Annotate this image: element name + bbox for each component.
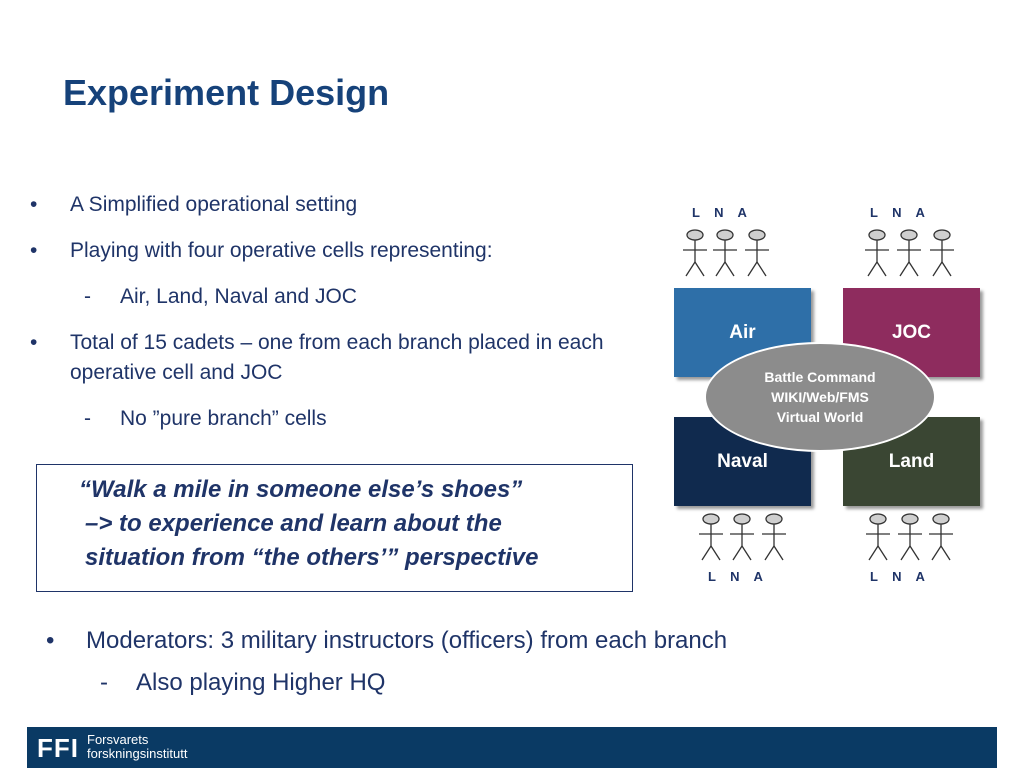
cadet-figures-bottom-left <box>699 513 786 561</box>
bullet-mark: • <box>46 627 55 654</box>
ellipse-line-2: WIKI/Web/FMS <box>771 389 869 405</box>
cell-diagram: L N A L N A Air JOC Naval Land Battle Co… <box>660 200 1000 600</box>
sub-bullet-item: - Air, Land, Naval and JOC <box>30 282 650 312</box>
cell-label: Naval <box>717 450 768 472</box>
ellipse-line-3: Virtual World <box>776 409 864 425</box>
bullet-text: Total of 15 cadets – one from each branc… <box>70 331 604 384</box>
cadet-figures-top-right <box>865 229 954 277</box>
bullet-text: Air, Land, Naval and JOC <box>120 285 357 308</box>
bullet-text: Also playing Higher HQ <box>136 669 386 696</box>
quote-line-2: –> to experience and learn about the <box>85 510 502 537</box>
quote-line-1: “Walk a mile in someone else’s shoes” <box>79 476 523 503</box>
bullet-list: • A Simplified operational setting • Playi… <box>30 190 650 450</box>
slide-title: Experiment Design <box>63 72 390 113</box>
sub-bullet-mark: - <box>100 669 108 696</box>
moderators-list: • Moderators: 3 military instructors (off… <box>46 624 727 716</box>
branch-labels-bottom-right: L N A <box>870 569 925 584</box>
sub-bullet-mark: - <box>84 407 91 430</box>
bullet-mark: • <box>30 193 38 216</box>
cadet-figures-bottom-right <box>866 513 953 561</box>
branch-labels-bottom-left: L N A <box>708 569 763 584</box>
branch-labels-top-right: L N A <box>870 205 925 220</box>
org-line-1: Forsvarets <box>87 732 149 747</box>
quote-box: “Walk a mile in someone else’s shoes” –>… <box>36 464 633 592</box>
bullet-text: Playing with four operative cells repres… <box>70 239 493 262</box>
ffi-logo: FFI <box>37 733 79 763</box>
quote-line-3: situation from “the others’” perspective <box>85 544 539 571</box>
cell-label: Air <box>729 321 756 343</box>
bullet-text: Moderators: 3 military instructors (offi… <box>86 627 728 654</box>
bullet-mark: • <box>30 331 38 354</box>
branch-labels-top-left: L N A <box>692 205 747 220</box>
sub-bullet-item: - No ”pure branch” cells <box>30 404 650 434</box>
bullet-text: No ”pure branch” cells <box>120 407 327 430</box>
bullet-text: A Simplified operational setting <box>70 193 358 216</box>
battle-command-ellipse: Battle Command WIKI/Web/FMS Virtual Worl… <box>704 342 936 452</box>
bullet-item: • Moderators: 3 military instructors (off… <box>46 624 727 658</box>
ellipse-line-1: Battle Command <box>764 369 876 385</box>
org-name: Forsvarets forskningsinstitutt <box>87 733 187 761</box>
org-line-2: forskningsinstitutt <box>87 746 188 761</box>
cell-label: JOC <box>891 321 932 343</box>
bullet-item: • Total of 15 cadets – one from each bran… <box>30 328 650 388</box>
bullet-mark: • <box>30 239 38 262</box>
sub-bullet-item: - Also playing Higher HQ <box>46 666 727 700</box>
footer-bar: FFI Forsvarets forskningsinstitutt <box>27 727 997 768</box>
sub-bullet-mark: - <box>84 285 91 308</box>
cadet-figures-top-left <box>683 229 769 277</box>
bullet-item: • Playing with four operative cells repre… <box>30 236 650 266</box>
cell-label: Land <box>888 450 935 472</box>
bullet-item: • A Simplified operational setting <box>30 190 650 220</box>
